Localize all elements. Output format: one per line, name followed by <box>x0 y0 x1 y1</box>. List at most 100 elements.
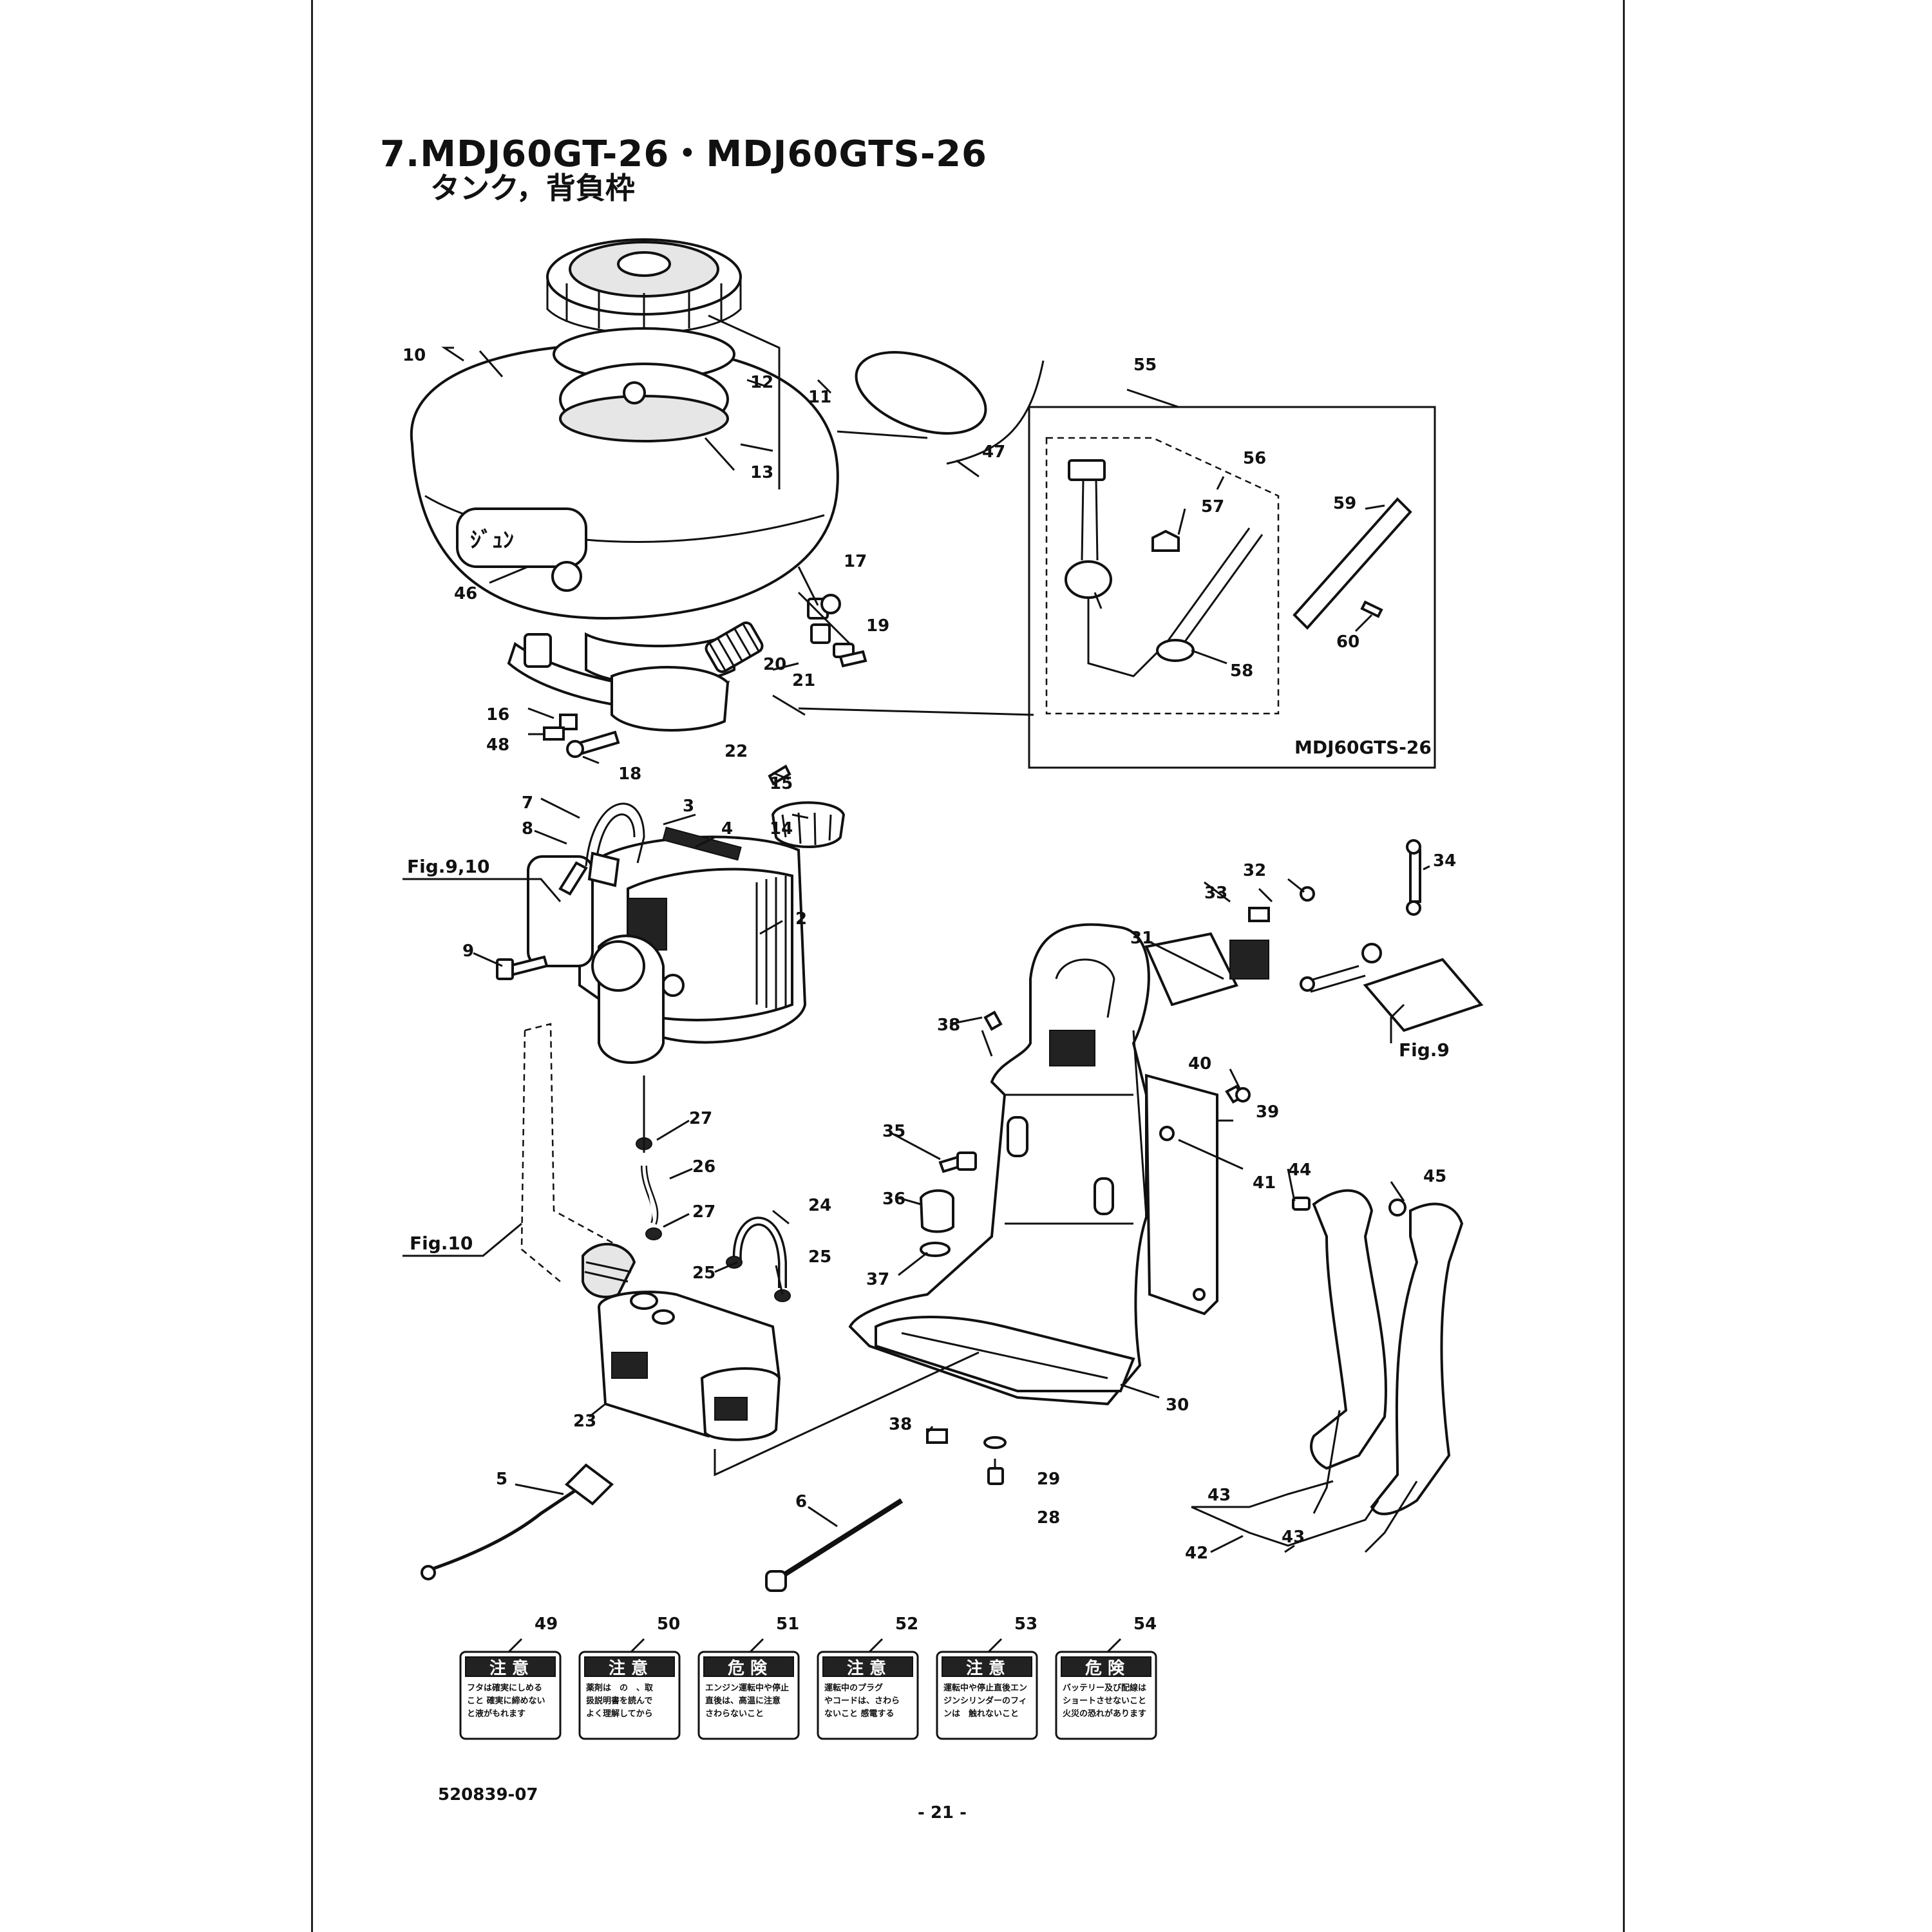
svg-text:扱説明書を読んで: 扱説明書を読んで <box>586 1696 652 1706</box>
back-pad <box>1144 1074 1218 1316</box>
warning-labels: 注 意 フタは確実にしめる こと 確実に締めない と液がもれます 注 意 薬剤は… <box>459 1651 1157 1740</box>
callout-30: 30 <box>1166 1396 1189 1415</box>
callout-55: 55 <box>1133 355 1157 375</box>
callout-24: 24 <box>808 1196 831 1215</box>
svg-text:エンジン運転中や停止: エンジン運転中や停止 <box>705 1683 789 1693</box>
callout-4: 4 <box>721 819 733 838</box>
callout-36: 36 <box>882 1189 905 1209</box>
page-title: 7.MDJ60GT-26・MDJ60GTS-26 <box>380 133 987 175</box>
fuel-hoses <box>636 1137 791 1302</box>
callout-27b: 27 <box>692 1202 715 1222</box>
ref-fig10: Fig.10 <box>410 1233 473 1254</box>
fuel-tank <box>582 1243 781 1441</box>
callout-28: 28 <box>1037 1508 1060 1528</box>
callout-16: 16 <box>486 705 509 724</box>
callout-21: 21 <box>792 671 815 690</box>
callout-35: 35 <box>882 1122 905 1141</box>
callout-54: 54 <box>1133 1615 1157 1634</box>
callout-17: 17 <box>844 552 867 571</box>
callout-58: 58 <box>1230 661 1253 681</box>
svg-text:薬剤は の 、取: 薬剤は の 、取 <box>585 1683 654 1693</box>
belt-and-cushion-parts <box>543 351 1045 741</box>
callout-11: 11 <box>808 388 831 407</box>
callout-47: 47 <box>982 442 1005 462</box>
page-number: - 21 - <box>918 1803 967 1823</box>
svg-text:よく理解してから: よく理解してから <box>586 1709 653 1719</box>
callout-18: 18 <box>618 764 641 784</box>
svg-text:こと 確実に締めない: こと 確実に締めない <box>467 1696 545 1706</box>
svg-text:ないこと 感電する: ないこと 感電する <box>824 1709 895 1719</box>
callout-12: 12 <box>750 373 773 392</box>
tank-lid <box>546 238 742 442</box>
svg-text:ショートさせないこと: ショートさせないこと <box>1063 1696 1146 1706</box>
inset-model-label: MDJ60GTS-26 <box>1294 737 1432 758</box>
backpack-frame <box>848 923 1150 1406</box>
shoulder-belts <box>1292 1189 1464 1553</box>
callout-45: 45 <box>1423 1167 1446 1186</box>
warning-label-53: 注 意 運転中や停止直後エン ジンシリンダーのフィ ンは 触れないこと <box>936 1651 1038 1740</box>
warning-head: 注 意 <box>489 1658 529 1678</box>
svg-text:運転中や停止直後エン: 運転中や停止直後エン <box>943 1683 1027 1693</box>
callout-40: 40 <box>1188 1054 1211 1074</box>
figure-references: Fig.9,10 Fig.10 Fig.9 MDJ60GTS-26 <box>407 737 1450 1254</box>
page-subtitle: タンク，背負枠 <box>430 171 635 205</box>
ref-fig9-10: Fig.9,10 <box>407 856 490 877</box>
svg-text:ジンシリンダーのフィ: ジンシリンダーのフィ <box>943 1696 1027 1706</box>
svg-text:運転中のプラグ: 運転中のプラグ <box>824 1683 883 1693</box>
sensor-cable <box>421 1463 614 1580</box>
svg-text:危 険: 危 険 <box>1085 1658 1125 1678</box>
callout-22: 22 <box>724 742 748 761</box>
callout-44: 44 <box>1288 1160 1311 1180</box>
callout-60: 60 <box>1336 632 1359 652</box>
svg-text:注 意: 注 意 <box>966 1658 1005 1678</box>
svg-text:直後は、高温に注意: 直後は、高温に注意 <box>705 1696 781 1706</box>
document-code: 520839-07 <box>438 1785 538 1804</box>
svg-text:火災の恐れがあります: 火災の恐れがあります <box>1063 1709 1146 1719</box>
callout-34: 34 <box>1433 851 1456 871</box>
fig9-bracket <box>1144 839 1484 1032</box>
svg-text:フタは確実にしめる: フタは確実にしめる <box>467 1683 542 1693</box>
svg-text:ｼﾞｭﾝ: ｼﾞｭﾝ <box>470 527 514 553</box>
callout-25a: 25 <box>692 1264 715 1283</box>
callout-20: 20 <box>763 655 786 674</box>
part-callouts: 10 12 11 13 47 55 56 57 59 58 60 46 17 1… <box>402 346 1456 1634</box>
engine-unit <box>527 802 807 1064</box>
callout-46: 46 <box>454 584 477 603</box>
callout-32: 32 <box>1243 861 1266 880</box>
callout-37: 37 <box>866 1270 889 1289</box>
engine-bolt <box>496 955 549 980</box>
callout-49: 49 <box>535 1615 558 1634</box>
callout-53: 53 <box>1014 1615 1037 1634</box>
callout-38b: 38 <box>889 1415 912 1434</box>
callout-8: 8 <box>522 819 533 838</box>
svg-text:と液がもれます: と液がもれます <box>467 1709 526 1719</box>
warning-label-54: 危 険 バッテリー及び配線は ショートさせないこと 火災の恐れがあります <box>1055 1651 1157 1740</box>
hopper-outlet-and-agitator <box>507 594 867 848</box>
callout-56: 56 <box>1243 449 1266 468</box>
callout-29: 29 <box>1037 1470 1060 1489</box>
callout-50: 50 <box>657 1615 680 1634</box>
callout-38a: 38 <box>937 1016 960 1035</box>
frame-hardware <box>919 1010 1251 1485</box>
callout-9: 9 <box>462 942 474 961</box>
callout-14: 14 <box>770 819 793 838</box>
svg-text:さわらないこと: さわらないこと <box>705 1709 764 1719</box>
svg-text:やコードは、さわら: やコードは、さわら <box>824 1696 900 1706</box>
callout-7: 7 <box>522 793 533 813</box>
svg-text:注 意: 注 意 <box>609 1658 648 1678</box>
callout-43a: 43 <box>1208 1486 1231 1505</box>
warning-label-49: 注 意 フタは確実にしめる こと 確実に締めない と液がもれます <box>459 1651 562 1740</box>
ref-fig9: Fig.9 <box>1399 1039 1450 1061</box>
callout-41: 41 <box>1253 1173 1276 1193</box>
callout-33: 33 <box>1204 884 1227 903</box>
callout-3: 3 <box>683 797 694 816</box>
callout-52: 52 <box>895 1615 918 1634</box>
callout-48: 48 <box>486 735 509 755</box>
callout-6: 6 <box>795 1492 807 1511</box>
warning-label-50: 注 意 薬剤は の 、取 扱説明書を読んで よく理解してから <box>578 1651 681 1740</box>
callout-19: 19 <box>866 616 889 636</box>
callout-25b: 25 <box>808 1247 831 1267</box>
warning-label-51: 危 険 エンジン運転中や停止 直後は、高温に注意 さわらないこと <box>697 1651 800 1740</box>
callout-23: 23 <box>573 1412 596 1431</box>
callout-5: 5 <box>496 1470 507 1489</box>
